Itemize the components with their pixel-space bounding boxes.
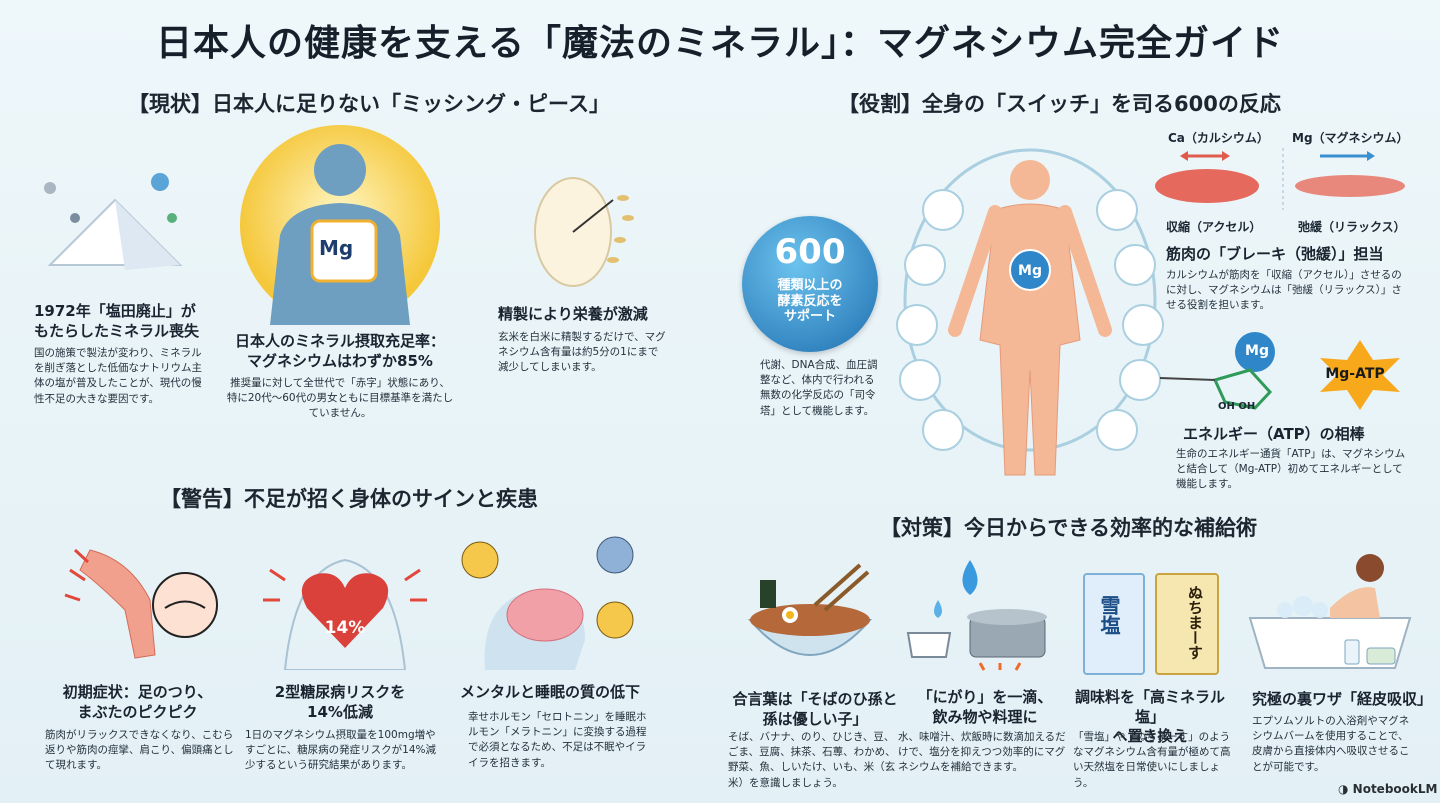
status-item-1-title: 1972年「塩田廃止」が もたらしたミネラル喪失 [34, 302, 200, 340]
atp-text: 生命のエネルギー通貨「ATP」は、マグネシウムと結合して（Mg-ATP）初めてエ… [1176, 448, 1406, 491]
600-description: 代謝、DNA合成、血圧調整など、体内で行われる無数の化学反応の「司令塔」として機… [760, 359, 878, 417]
atp-molecule-icon [1159, 332, 1400, 410]
action-item-2-title: 「にがり」を一滴、 飲み物や料理に [917, 688, 1053, 726]
mg-label: Mg（マグネシウム） [1292, 131, 1409, 145]
action-item-3-title: 調味料を「高ミネラル塩」 へ置き換え [1074, 688, 1225, 745]
action-item-4-title: 究極の裏ワザ「経皮吸収」 [1252, 690, 1433, 708]
nuchimasu-pack [1155, 573, 1219, 675]
heart-icon [263, 558, 427, 670]
status-item-1-text: 国の施策で製法が変わり、ミネラルを削ぎ落とした低価なナトリウム主体の塩が普及した… [34, 347, 202, 405]
nigari-drop-pot-icon [906, 560, 1047, 671]
rice-grain-icon [534, 177, 634, 287]
warning-item-1-text: 筋肉がリラックスできなくなり、こむら返りや筋肉の痙攣、肩こり、偏頭痛として現れま… [45, 729, 234, 772]
page-title: 日本人の健康を支える「魔法のミネラル」：マグネシウム完全ガイド [156, 23, 1284, 64]
atp-mg-label: Mg [1245, 343, 1269, 359]
nuchimasu-label: ぬちまーす [1186, 585, 1204, 660]
atp-oh-label: OH OH [1218, 401, 1256, 412]
muscle-compare-icon [1155, 148, 1405, 210]
atp-title: エネルギー（ATP）の相棒 [1183, 425, 1365, 443]
body-mg-label: Mg [1018, 263, 1042, 279]
section-heading-action: 【対策】今日からできる効率的な補給術 [880, 516, 1257, 540]
salt-pile-icon [44, 173, 183, 270]
section-heading-warning: 【警告】不足が招く身体のサインと疾患 [160, 487, 538, 511]
human-body-organ-diagram [896, 148, 1164, 476]
600-badge-text: 種類以上の 酵素反応を サポート [777, 278, 843, 325]
action-item-4-text: エプソムソルトの入浴剤やマグネシウムバームを使用することで、皮膚から直接体内へ吸… [1252, 715, 1410, 773]
section-heading-role: 【役割】全身の「スイッチ」を司る600の反応 [838, 92, 1281, 116]
600-badge-number: 600 [774, 232, 846, 272]
body-puzzle-icon [240, 125, 440, 325]
yukishio-pack [1083, 573, 1145, 675]
contract-label: 収縮（アクセル） [1166, 220, 1262, 234]
yukishio-label: 雪塩 [1097, 595, 1121, 635]
status-item-2-text: 推奨量に対して全世代で「赤字」状態にあり、特に20代〜60代の男女ともに目標基準… [226, 377, 454, 420]
brain-sleep-icon [461, 536, 634, 670]
status-item-2-title: 日本人のミネラル摂取充足率： マグネシウムはわずか85% [234, 332, 445, 370]
leg-cramp-icon [64, 548, 218, 659]
bath-icon [1248, 554, 1412, 669]
warning-item-3-title: メンタルと睡眠の質の低下 [460, 683, 641, 701]
action-item-3-text: 「雪塩」や「ぬちまーす」のようなマグネシウム含有量が極めて高い天然塩を日常使いに… [1073, 731, 1231, 789]
status-item-3-title: 精製により栄養が激減 [498, 305, 648, 323]
warning-item-2-title: 2型糖尿病リスクを 14%低減 [274, 683, 406, 721]
ca-label: Ca（カルシウム） [1168, 131, 1269, 145]
action-item-1-text: そば、バナナ、のり、ひじき、豆、ごま、豆腐、抹茶、石蓴、わかめ、野菜、魚、しいた… [728, 731, 896, 789]
puzzle-mg-label: Mg [319, 236, 354, 260]
soba-bowl-icon [747, 563, 873, 656]
heart-14-label: 14% [324, 618, 366, 638]
section-heading-status: 【現状】日本人に足りない「ミッシング・ピース」 [128, 92, 610, 116]
action-item-2-text: 水、味噌汁、炊飯時に数滴加えるだけで、塩分を抑えつつ効率的にマグネシウムを補給で… [898, 731, 1066, 774]
warning-item-2-text: 1日のマグネシウム摂取量を100mg増やすごとに、糖尿病の発症リスクが14%減少… [245, 729, 437, 772]
notebooklm-brand-text: NotebookLM [1352, 782, 1438, 796]
notebooklm-brand: ◑ NotebookLM [1338, 782, 1438, 796]
relax-label: 弛緩（リラックス） [1298, 220, 1406, 234]
status-item-3-text: 玄米を白米に精製するだけで、マグネシウム含有量は約5分の1にまで減少してしまいま… [498, 331, 666, 374]
warning-item-1-title: 初期症状：足のつり、 まぶたのピクピク [62, 683, 213, 721]
brake-text: カルシウムが筋肉を「収縮（アクセル）」させるのに対し、マグネシウムは「弛緩（リラ… [1166, 269, 1402, 312]
mg-atp-badge: Mg-ATP [1325, 366, 1385, 382]
action-item-1-title: 合言葉は「そばのひ孫と 孫は優しい子」 [732, 690, 898, 728]
warning-item-3-text: 幸せホルモン「セロトニン」を睡眠ホルモン「メラトニン」に変換する過程で必須となる… [468, 711, 647, 769]
brake-title: 筋肉の「ブレーキ（弛緩）」担当 [1166, 245, 1384, 263]
600-badge [742, 216, 878, 352]
